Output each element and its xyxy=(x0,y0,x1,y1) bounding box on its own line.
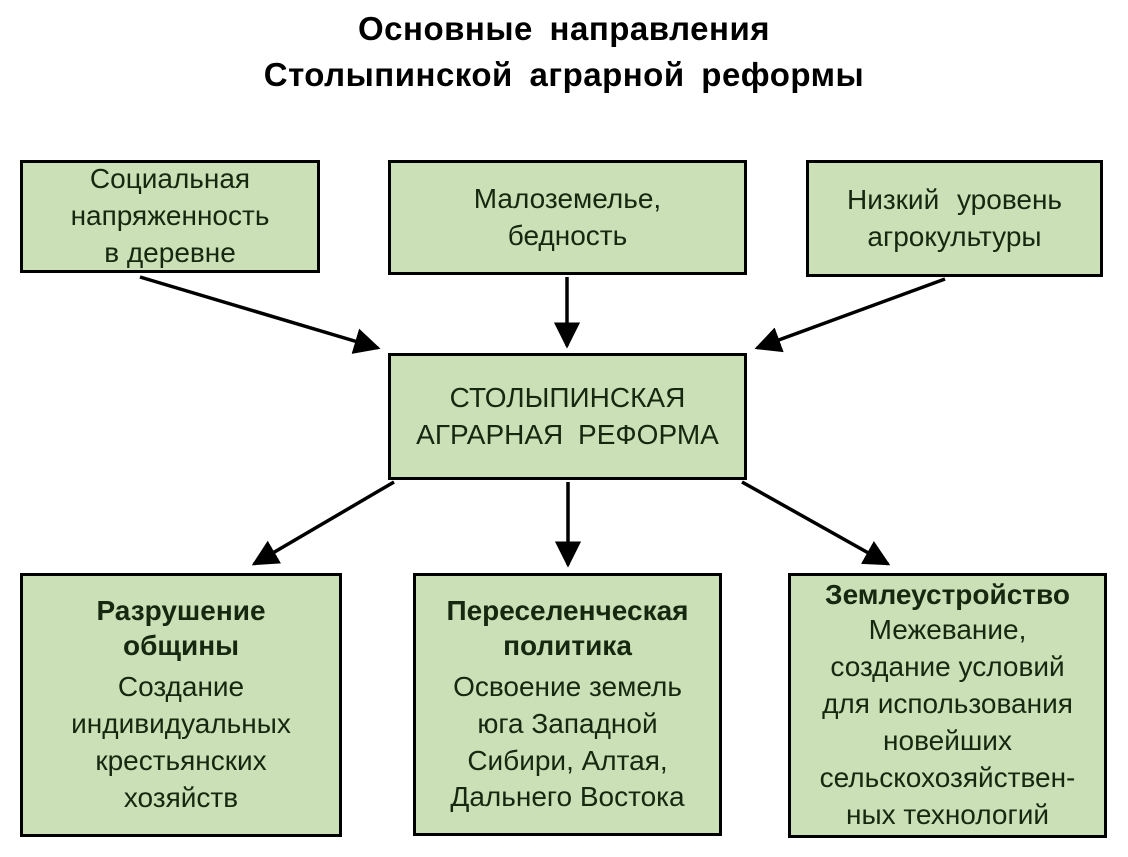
cause-social-tension-label: Социальная напряженность в деревне xyxy=(70,163,270,268)
arrow-center-to-community-destruction xyxy=(251,480,395,566)
direction-resettlement-policy-body: Освоение земель юга Западной Сибири, Алт… xyxy=(450,670,685,813)
cause-box-low-agro-level: Низкий уровень агрокультуры xyxy=(806,160,1103,277)
diagram-title: Основные направления Столыпинской аграрн… xyxy=(263,10,865,93)
direction-resettlement-policy-heading: Переселенческая политика xyxy=(446,594,689,661)
direction-box-community-destruction: Разрушение общины Создание индивидуальны… xyxy=(20,573,342,837)
arrow-social-tension-to-center xyxy=(139,275,381,354)
arrow-low-agro-to-center xyxy=(754,277,946,353)
arrow-center-to-land-management xyxy=(741,480,891,566)
direction-land-management-body: Межевание, создание условий для использо… xyxy=(819,614,1076,830)
cause-low-agro-level-label: Низкий уровень агрокультуры xyxy=(846,183,1063,252)
center-box-stolypin-reform: СТОЛЫПИНСКАЯ АГРАРНАЯ РЕФОРМА xyxy=(388,353,747,480)
cause-box-land-shortage: Малоземелье, бедность xyxy=(388,160,747,275)
direction-box-resettlement-policy: Переселенческая политика Освоение земель… xyxy=(413,573,722,836)
direction-community-destruction-body: Создание индивидуальных крестьянских хоз… xyxy=(71,671,291,813)
direction-community-destruction-heading: Разрушение общины xyxy=(96,595,266,662)
center-box-label: СТОЛЫПИНСКАЯ АГРАРНАЯ РЕФОРМА xyxy=(416,381,719,450)
direction-land-management-heading: Землеустройство xyxy=(825,579,1070,611)
direction-box-land-management: Землеустройство Межевание, создание усло… xyxy=(788,573,1107,838)
cause-land-shortage-label: Малоземелье, бедность xyxy=(473,182,662,251)
cause-box-social-tension: Социальная напряженность в деревне xyxy=(20,160,320,273)
